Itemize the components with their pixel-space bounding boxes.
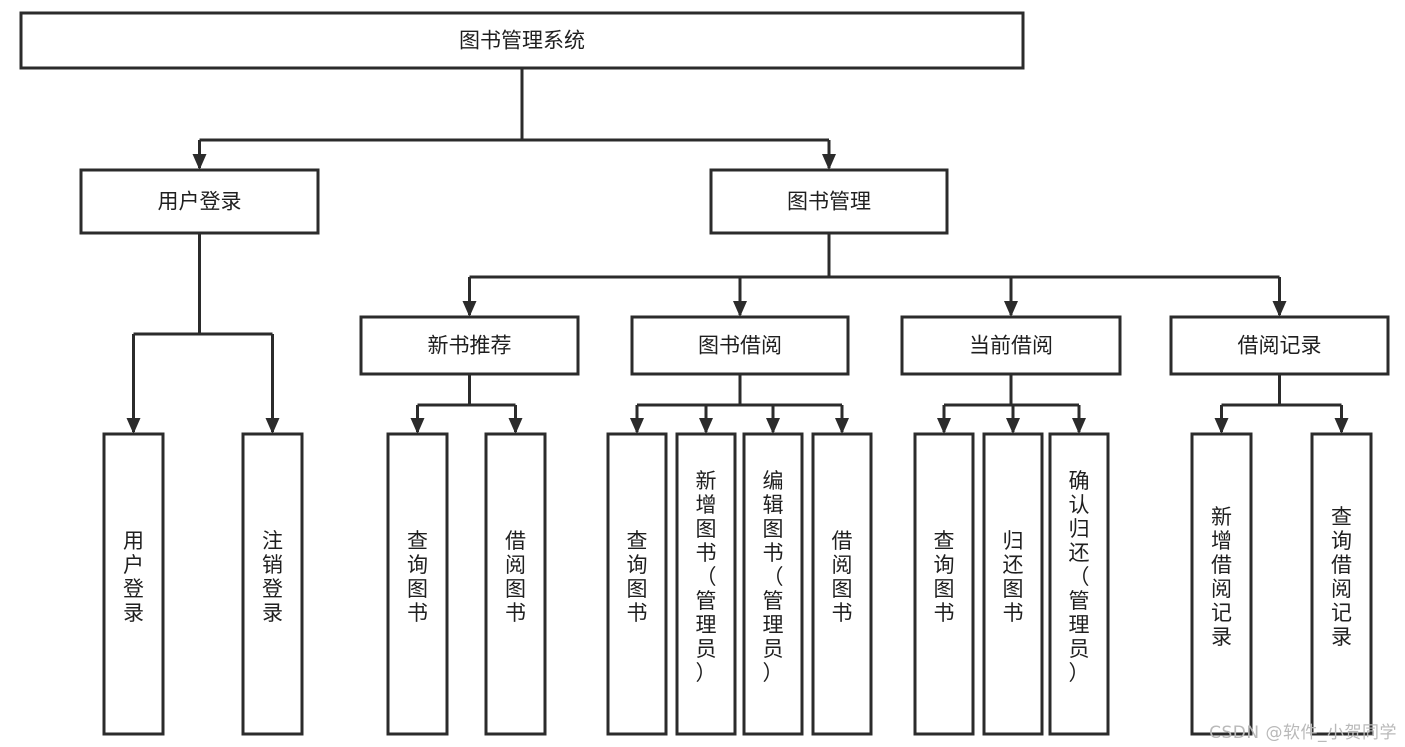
node-leaf-add-book-box xyxy=(675,432,737,736)
arrow-head xyxy=(699,418,713,434)
node-root-label: 图书管理系统 xyxy=(459,29,585,53)
arrow-head xyxy=(822,154,836,170)
watermark-text: CSDN @软件_小贺同学 xyxy=(1209,723,1397,743)
node-leaf-add-record-label: 新增借阅记录 xyxy=(1211,505,1232,649)
arrow-head xyxy=(1334,418,1349,434)
node-leaf-edit-book[interactable]: 编辑图书（管理员） xyxy=(742,432,804,736)
arrow-head xyxy=(1272,301,1287,317)
node-leaf-borrow-book-1-label: 借阅图书 xyxy=(505,529,526,625)
node-book-manage-box xyxy=(709,168,949,235)
node-user-login[interactable]: 用户登录 xyxy=(79,168,320,235)
node-leaf-user-login-box xyxy=(102,432,165,736)
node-leaf-query-book-2[interactable]: 查询图书 xyxy=(606,432,668,736)
connector-group-current-borrow xyxy=(937,374,1086,434)
node-leaf-user-login-label: 用户登录 xyxy=(123,529,144,625)
node-new-book-rec[interactable]: 新书推荐 xyxy=(359,315,580,376)
node-new-book-rec-label: 新书推荐 xyxy=(428,334,512,358)
node-book-borrow[interactable]: 图书借阅 xyxy=(630,315,850,376)
node-book-borrow-label: 图书借阅 xyxy=(698,334,782,358)
node-leaf-query-book-3-box xyxy=(913,432,975,736)
arrow-head xyxy=(192,154,207,170)
node-leaf-logout-label: 注销登录 xyxy=(262,529,283,625)
node-leaf-edit-book-label: 编辑图书（管理员） xyxy=(763,469,784,685)
arrow-head xyxy=(508,418,523,434)
node-new-book-rec-box xyxy=(359,315,580,376)
connector-group-book-manage xyxy=(462,233,1287,317)
node-leaf-return-book-box xyxy=(982,432,1044,736)
connector-group-book-borrow xyxy=(630,374,849,434)
arrow-head xyxy=(937,418,951,434)
arrow-head xyxy=(835,418,849,434)
node-leaf-query-book-1-box xyxy=(386,432,449,736)
arrow-head xyxy=(1004,301,1018,317)
node-borrow-record-box xyxy=(1169,315,1390,376)
arrow-head xyxy=(126,418,141,434)
node-leaf-logout[interactable]: 注销登录 xyxy=(241,432,304,736)
arrow-head xyxy=(1072,418,1086,434)
arrow-head xyxy=(265,418,280,434)
node-user-login-label: 用户登录 xyxy=(158,190,242,214)
node-leaf-borrow-book-2-label: 借阅图书 xyxy=(832,529,853,625)
node-root[interactable]: 图书管理系统 xyxy=(19,11,1025,70)
node-leaf-query-record-box xyxy=(1310,432,1373,736)
node-book-borrow-box xyxy=(630,315,850,376)
connector-group-new-book-rec xyxy=(410,374,523,434)
node-leaf-add-record-box xyxy=(1190,432,1253,736)
node-current-borrow[interactable]: 当前借阅 xyxy=(900,315,1122,376)
node-current-borrow-label: 当前借阅 xyxy=(969,334,1053,358)
node-borrow-record-label: 借阅记录 xyxy=(1238,334,1322,358)
node-user-login-box xyxy=(79,168,320,235)
node-book-manage-label: 图书管理 xyxy=(787,190,871,214)
node-leaf-query-book-3[interactable]: 查询图书 xyxy=(913,432,975,736)
node-leaf-query-book-1[interactable]: 查询图书 xyxy=(386,432,449,736)
node-leaf-query-record[interactable]: 查询借阅记录 xyxy=(1310,432,1373,736)
nodes-layer: 图书管理系统用户登录图书管理新书推荐图书借阅当前借阅借阅记录用户登录注销登录查询… xyxy=(19,11,1390,736)
node-leaf-logout-box xyxy=(241,432,304,736)
node-leaf-confirm-return-label: 确认归还（管理员） xyxy=(1069,469,1090,685)
arrow-head xyxy=(1006,418,1020,434)
node-leaf-borrow-book-2[interactable]: 借阅图书 xyxy=(811,432,873,736)
connector-group-user-login xyxy=(126,233,280,434)
arrow-head xyxy=(1214,418,1229,434)
node-leaf-borrow-book-1[interactable]: 借阅图书 xyxy=(484,432,547,736)
connector-group-borrow-record xyxy=(1214,374,1349,434)
connector-group-root xyxy=(192,68,836,170)
node-root-box xyxy=(19,11,1025,70)
node-leaf-add-book-label: 新增图书（管理员） xyxy=(696,469,717,685)
arrow-head xyxy=(630,418,644,434)
node-leaf-confirm-return[interactable]: 确认归还（管理员） xyxy=(1048,432,1110,736)
node-leaf-return-book-label: 归还图书 xyxy=(1003,529,1024,625)
node-current-borrow-box xyxy=(900,315,1122,376)
node-leaf-edit-book-box xyxy=(742,432,804,736)
node-leaf-borrow-book-1-box xyxy=(484,432,547,736)
node-leaf-user-login[interactable]: 用户登录 xyxy=(102,432,165,736)
node-leaf-add-book[interactable]: 新增图书（管理员） xyxy=(675,432,737,736)
node-leaf-query-record-label: 查询借阅记录 xyxy=(1331,505,1352,649)
node-leaf-return-book[interactable]: 归还图书 xyxy=(982,432,1044,736)
node-leaf-borrow-book-2-box xyxy=(811,432,873,736)
node-leaf-query-book-3-label: 查询图书 xyxy=(934,529,955,625)
node-leaf-add-record[interactable]: 新增借阅记录 xyxy=(1190,432,1253,736)
edges-layer xyxy=(126,68,1349,434)
node-leaf-query-book-2-label: 查询图书 xyxy=(627,529,648,625)
node-leaf-query-book-2-box xyxy=(606,432,668,736)
arrow-head xyxy=(410,418,425,434)
node-book-manage[interactable]: 图书管理 xyxy=(709,168,949,235)
arrow-head xyxy=(733,301,747,317)
node-leaf-query-book-1-label: 查询图书 xyxy=(407,529,428,625)
node-leaf-confirm-return-box xyxy=(1048,432,1110,736)
arrow-head xyxy=(462,301,477,317)
node-borrow-record[interactable]: 借阅记录 xyxy=(1169,315,1390,376)
arrow-head xyxy=(766,418,780,434)
